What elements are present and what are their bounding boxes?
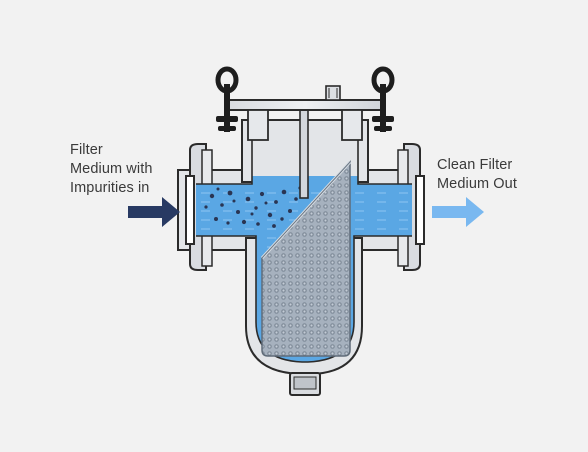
inlet-arrow-icon bbox=[128, 197, 180, 227]
inlet-label: Filter Medium with Impurities in bbox=[70, 141, 153, 198]
outlet-label-line-2: Medium Out bbox=[437, 176, 517, 192]
center-rod bbox=[299, 107, 309, 199]
inlet-label-line-2: Medium with bbox=[70, 161, 153, 177]
outlet-label-line-1: Clean Filter bbox=[437, 157, 513, 173]
cover-lid bbox=[225, 85, 385, 141]
inlet-label-line-3: Impurities in bbox=[70, 180, 150, 196]
knob-left-icon bbox=[215, 66, 239, 132]
outlet-arrow-icon bbox=[432, 197, 484, 227]
filter-screen bbox=[260, 160, 352, 357]
outlet-label: Clean Filter Medium Out bbox=[437, 156, 517, 194]
inlet-label-line-1: Filter bbox=[70, 142, 103, 158]
knob-right-icon bbox=[371, 66, 395, 132]
